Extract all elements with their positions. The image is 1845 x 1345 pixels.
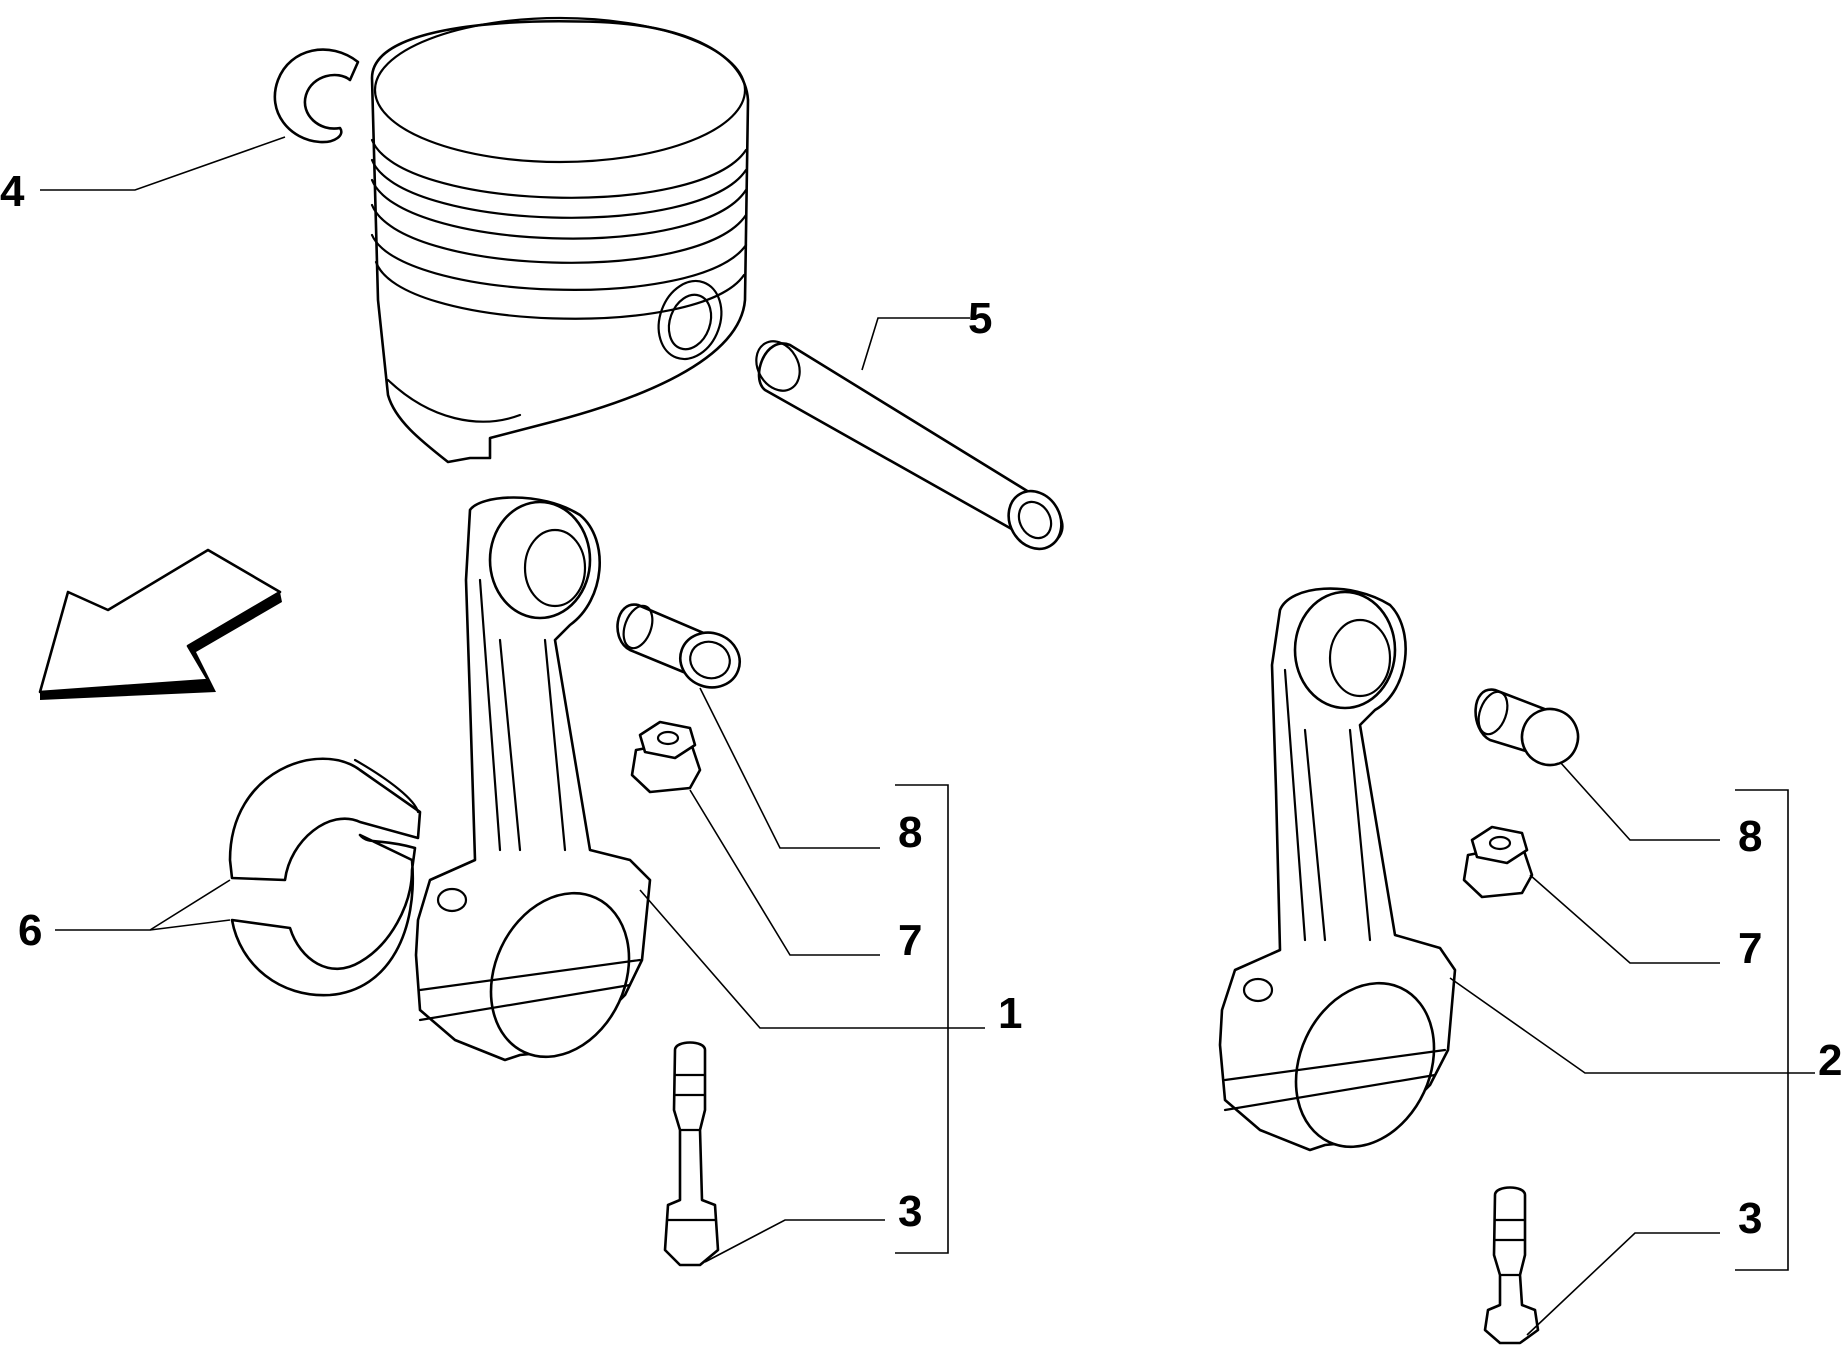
nut-left <box>630 720 702 794</box>
callout-1: 1 <box>998 989 1022 1038</box>
callout-2: 2 <box>1818 1036 1842 1085</box>
bolt-left <box>663 1041 720 1267</box>
circlip <box>273 48 360 144</box>
connecting-rod-left <box>414 496 652 1062</box>
bearing-shells <box>228 757 422 997</box>
callout-8-left: 8 <box>898 808 922 857</box>
callout-5: 5 <box>968 294 992 343</box>
small-end-bush-left <box>616 603 741 689</box>
bolt-right <box>1483 1186 1540 1345</box>
connecting-rod-right <box>1218 587 1457 1152</box>
callout-labels: 4 5 6 8 7 1 3 8 7 2 3 <box>0 167 1842 1243</box>
callout-3-left: 3 <box>898 1187 922 1236</box>
callout-8-right: 8 <box>1738 812 1762 861</box>
callout-4: 4 <box>0 167 25 216</box>
leader-lines <box>40 136 1815 1336</box>
nut-right <box>1462 825 1534 899</box>
callout-6: 6 <box>18 906 42 955</box>
small-end-bush-right <box>1474 688 1580 767</box>
piston <box>370 16 750 464</box>
callout-7-right: 7 <box>1738 924 1762 973</box>
piston-pin <box>755 340 1064 551</box>
direction-arrow <box>38 548 282 700</box>
callout-3-right: 3 <box>1738 1194 1762 1243</box>
callout-7-left: 7 <box>898 916 922 965</box>
